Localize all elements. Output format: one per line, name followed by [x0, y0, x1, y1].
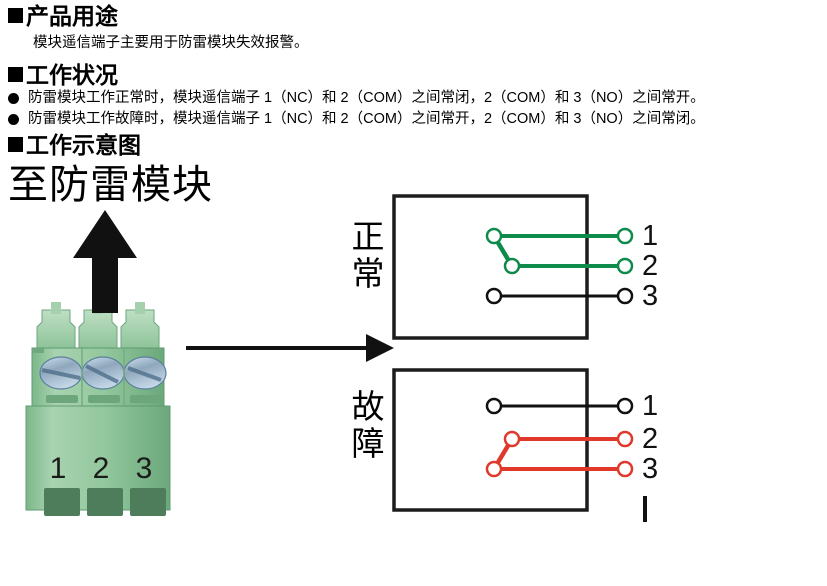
round-bullet-icon — [8, 92, 19, 104]
square-bullet-icon — [8, 67, 23, 82]
bullet-item-fault: 防雷模块工作故障时，模块遥信端子 1（NC）和 2（COM）之间常开，2（COM… — [8, 110, 705, 128]
node-fault-out-3 — [616, 460, 634, 478]
terminal-pin-label-3: 3 — [136, 452, 153, 485]
terminal-wire-holes — [44, 488, 166, 516]
node-fault-inner-3 — [485, 460, 503, 478]
terminal-top-tabs — [36, 302, 160, 350]
wire-fault-closed — [492, 437, 625, 471]
section-heading-product-use-text: 产品用途 — [26, 4, 118, 29]
square-bullet-icon — [8, 137, 23, 152]
state-box-normal — [392, 194, 634, 340]
terminal-number-normal-2: 2 — [642, 250, 659, 282]
node-fault-inner-2 — [503, 430, 521, 448]
node-normal-out-3 — [616, 287, 634, 305]
section-heading-working-diagram: 工作示意图 — [8, 132, 141, 160]
terminal-block-photo: 1 2 3 — [18, 300, 178, 518]
state-box-fault — [392, 368, 634, 512]
bullet-item-normal: 防雷模块工作正常时，模块遥信端子 1（NC）和 2（COM）之间常闭，2（COM… — [8, 89, 705, 107]
terminal-number-normal-1: 1 — [642, 220, 659, 252]
node-normal-out-2 — [616, 257, 634, 275]
terminal-pin-label-2: 2 — [93, 452, 110, 485]
tick-mark — [643, 496, 647, 522]
working-diagram-region: 至防雷模块 — [0, 148, 827, 586]
terminal-block-svg: 1 2 3 — [25, 302, 171, 516]
round-bullet-icon — [8, 113, 19, 125]
bullet-item-normal-text: 防雷模块工作正常时，模块遥信端子 1（NC）和 2（COM）之间常闭，2（COM… — [28, 90, 705, 106]
node-normal-out-1 — [616, 227, 634, 245]
terminal-pin-label-1: 1 — [50, 452, 67, 485]
bullet-item-fault-text: 防雷模块工作故障时，模块遥信端子 1（NC）和 2（COM）之间常开，2（COM… — [28, 111, 705, 127]
terminal-screws — [39, 356, 167, 390]
node-fault-out-1 — [616, 397, 634, 415]
section-heading-working-status-text: 工作状况 — [26, 63, 118, 88]
terminal-number-fault-2: 2 — [642, 423, 659, 455]
terminal-number-normal-3: 3 — [642, 280, 659, 312]
node-fault-inner-1 — [485, 397, 503, 415]
terminal-slots — [46, 395, 162, 403]
node-normal-inner-1 — [485, 227, 503, 245]
section-heading-working-status: 工作状况 — [8, 62, 118, 90]
node-normal-inner-3 — [485, 287, 503, 305]
state-label-fault: 故障 — [351, 388, 385, 462]
arrow-right-icon — [186, 334, 394, 362]
section-heading-product-use: 产品用途 — [8, 3, 118, 31]
wire-normal-closed — [492, 234, 625, 268]
arrow-up-icon — [73, 210, 137, 313]
section-heading-working-diagram-text: 工作示意图 — [26, 133, 141, 158]
terminal-number-fault-3: 3 — [642, 453, 659, 485]
terminal-number-fault-1: 1 — [642, 390, 659, 422]
diagram-connection-title: 至防雷模块 — [8, 163, 213, 207]
state-label-normal: 正常 — [351, 218, 385, 292]
square-bullet-icon — [8, 8, 23, 23]
paragraph-product-use: 模块遥信端子主要用于防雷模块失效报警。 — [33, 35, 309, 51]
node-normal-inner-2 — [503, 257, 521, 275]
node-fault-out-2 — [616, 430, 634, 448]
